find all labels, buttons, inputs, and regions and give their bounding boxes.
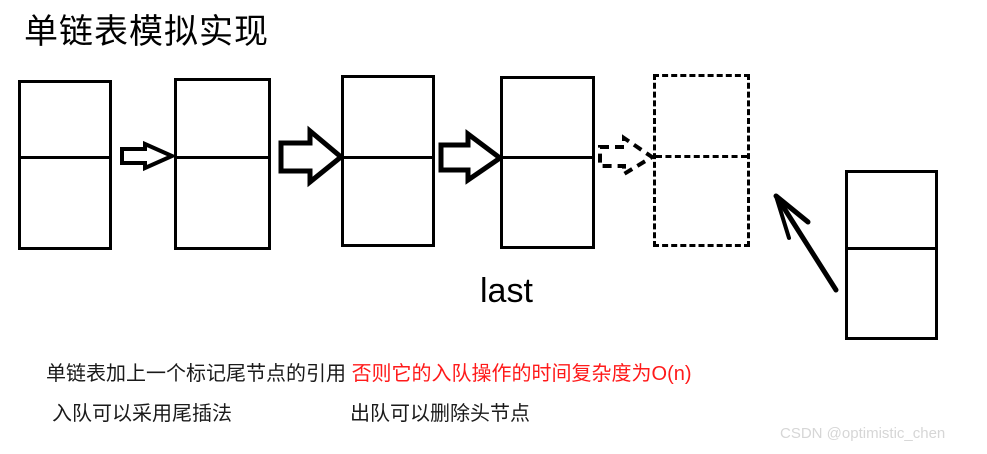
caption-line-2: 入队可以采用尾插法 出队可以删除头节点 (52, 401, 530, 427)
arrow-4-dashed-icon (598, 134, 656, 178)
node-divider (848, 247, 935, 250)
caption-line-2-dequeue: 出队可以删除头节点 (350, 403, 530, 425)
page-title: 单链表模拟实现 (24, 13, 269, 51)
node-divider (21, 156, 109, 159)
arrow-2-icon (278, 125, 345, 188)
list-node-5-new-dashed (653, 74, 750, 247)
node-divider-dashed (656, 155, 747, 158)
node-divider (503, 156, 592, 159)
tail-reference-node (845, 170, 938, 340)
arrow-1-icon (120, 140, 177, 172)
arrow-3-icon (438, 129, 505, 185)
list-node-2 (174, 78, 271, 250)
caption-line-2-enqueue: 入队可以采用尾插法 (52, 403, 232, 425)
node-divider (344, 156, 432, 159)
node-divider (177, 156, 268, 159)
last-pointer-label: last (480, 272, 533, 310)
caption-line-1-black: 单链表加上一个标记尾节点的引用 (46, 363, 346, 385)
caption-line-1: 单链表加上一个标记尾节点的引用 否则它的入队操作的时间复杂度为O(n) (46, 361, 692, 387)
tail-pointer-arrow-icon (773, 193, 839, 293)
watermark: CSDN @optimistic_chen (780, 425, 946, 442)
list-node-4-last (500, 76, 595, 249)
list-node-1 (18, 80, 112, 250)
caption-line-1-red: 否则它的入队操作的时间复杂度为O(n) (351, 363, 692, 385)
list-node-3 (341, 75, 435, 247)
